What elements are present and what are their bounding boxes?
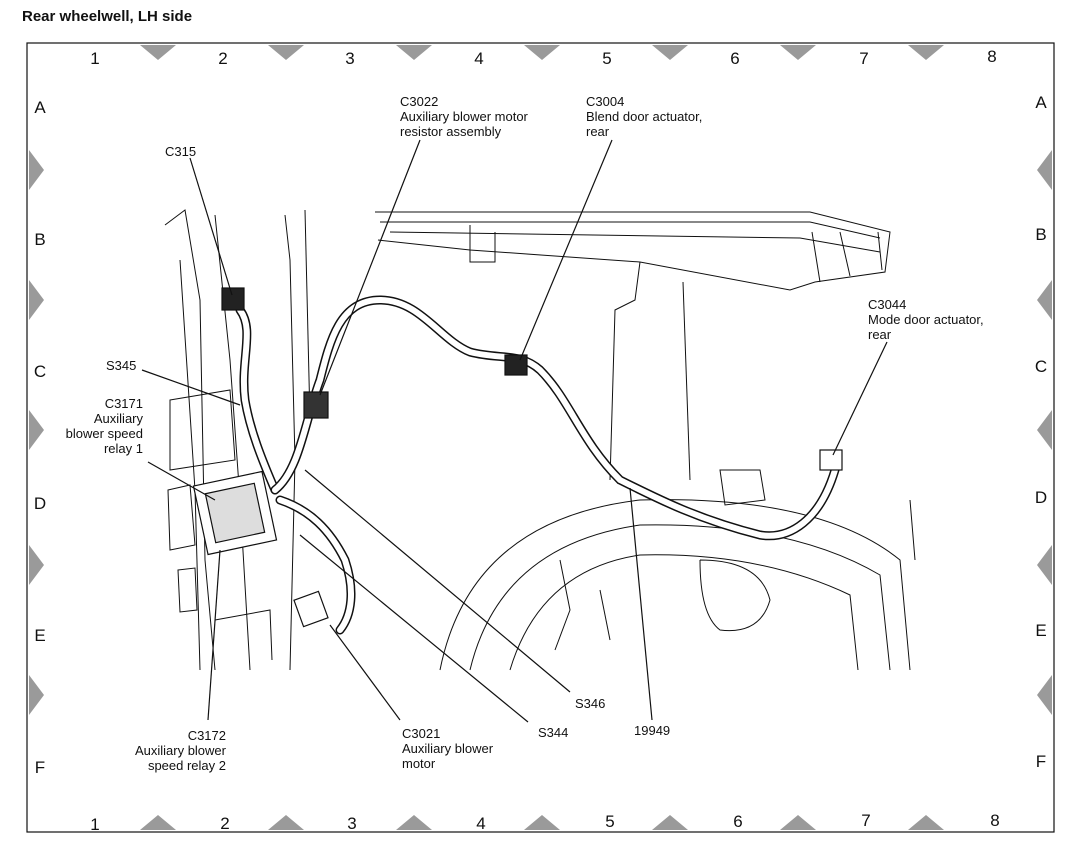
callout-text: Auxiliary blower (135, 743, 227, 758)
grid-col: 5 (602, 49, 611, 68)
connector-c3021-body (293, 590, 329, 628)
grid-col: 6 (733, 812, 742, 831)
callout-s346: S346 (575, 696, 605, 711)
callout-text: rear (586, 124, 610, 139)
grid-col: 5 (605, 812, 614, 831)
callout-text: Mode door actuator, (868, 312, 984, 327)
grid-col: 1 (90, 49, 99, 68)
callout-c3172: C3172 Auxiliary blower speed relay 2 (135, 728, 227, 773)
grid-row: C (34, 362, 46, 381)
callout-text: motor (402, 756, 436, 771)
grid-col: 1 (90, 815, 99, 834)
grid-row: D (1035, 488, 1047, 507)
leader-lines (141, 139, 888, 723)
callout-text: C3004 (586, 94, 624, 109)
grid-col: 8 (990, 811, 999, 830)
grid-row: A (1035, 93, 1047, 112)
callout-c3022: C3022 Auxiliary blower motor resistor as… (400, 94, 529, 139)
grid-row: E (34, 626, 45, 645)
callout-s344: S344 (538, 725, 568, 740)
callout-text: C3021 (402, 726, 440, 741)
callout-text: 19949 (634, 723, 670, 738)
callout-text: Blend door actuator, (586, 109, 702, 124)
callout-c315: C315 (165, 144, 196, 159)
connector-c3004-body (504, 354, 528, 376)
callout-text: C3172 (188, 728, 226, 743)
callout-text: C3022 (400, 94, 438, 109)
callout-text: rear (868, 327, 892, 342)
grid-columns-top: 1 2 3 4 5 6 7 8 (90, 47, 996, 68)
grid-col: 4 (476, 814, 485, 833)
callout-text: S345 (106, 358, 136, 373)
vehicle-body-art (164, 209, 916, 671)
callout-text: resistor assembly (400, 124, 502, 139)
wiring-harness (235, 295, 840, 635)
zone-markers (29, 45, 1052, 830)
grid-row: B (34, 230, 45, 249)
diagram-frame (26, 42, 1055, 833)
grid-col: 2 (218, 49, 227, 68)
callout-text: C3044 (868, 297, 906, 312)
grid-col: 8 (987, 47, 996, 66)
callout-c3171: C3171 Auxiliary blower speed relay 1 (66, 396, 144, 456)
grid-row: D (34, 494, 46, 513)
grid-col: 6 (730, 49, 739, 68)
grid-columns-bottom: 1 2 3 4 5 6 7 8 (90, 811, 999, 834)
grid-col: 7 (861, 811, 870, 830)
callout-text: S346 (575, 696, 605, 711)
callout-text: C3171 (105, 396, 143, 411)
grid-row: C (1035, 357, 1047, 376)
grid-row: F (35, 758, 45, 777)
grid-rows-left: A B C D E F (34, 98, 46, 777)
grid-row: A (34, 98, 46, 117)
components (192, 287, 843, 628)
callout-text: blower speed (66, 426, 143, 441)
callout-text: Auxiliary (94, 411, 144, 426)
grid-col: 3 (345, 49, 354, 68)
callout-c3004: C3004 Blend door actuator, rear (586, 94, 702, 139)
callout-text: Auxiliary blower (402, 741, 494, 756)
callout-s345: S345 (106, 358, 136, 373)
page-title: Rear wheelwell, LH side (22, 8, 193, 25)
grid-col: 2 (220, 814, 229, 833)
callout-text: S344 (538, 725, 568, 740)
grid-rows-right: A B C D E F (1035, 93, 1047, 771)
grid-row: F (1036, 752, 1046, 771)
callout-text: Auxiliary blower motor (400, 109, 529, 124)
grid-col: 3 (347, 814, 356, 833)
connector-c315-body (221, 287, 245, 311)
callout-c3021: C3021 Auxiliary blower motor (402, 726, 494, 771)
connector-c3044-body (819, 449, 843, 471)
connector-c3022-body (303, 391, 329, 419)
grid-col: 7 (859, 49, 868, 68)
callout-19949: 19949 (634, 723, 670, 738)
callout-c3044: C3044 Mode door actuator, rear (868, 297, 984, 342)
grid-col: 4 (474, 49, 483, 68)
callout-text: C315 (165, 144, 196, 159)
callout-text: speed relay 2 (148, 758, 226, 773)
callout-text: relay 1 (104, 441, 143, 456)
grid-row: B (1035, 225, 1046, 244)
grid-row: E (1035, 621, 1046, 640)
